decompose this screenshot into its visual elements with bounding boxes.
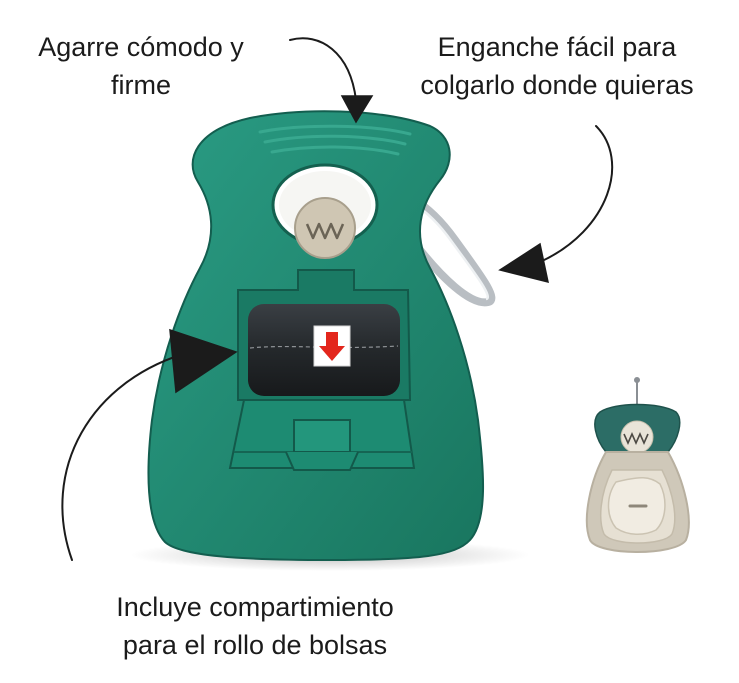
- grip-caption-line1: Agarre cómodo y: [38, 32, 244, 62]
- vvv-logo-icon: [294, 197, 356, 259]
- down-arrow-icon: [319, 332, 345, 361]
- hook-caption: Enganche fácil para colgarlo donde quier…: [382, 28, 732, 104]
- compartment-caption-line2: para el rollo de bolsas: [122, 630, 388, 660]
- compartment-caption-line1: Incluye compartimiento: [116, 592, 394, 622]
- hook-caption-line1: Enganche fácil para: [437, 32, 677, 62]
- grip-ridges: [258, 124, 412, 156]
- arrow-to-grip-icon: [289, 37, 374, 124]
- arrow-to-compartment-icon: [61, 328, 238, 561]
- grip-caption: Agarre cómodo y firme: [0, 28, 282, 104]
- bag-dispenser-image: [130, 110, 530, 571]
- hook-caption-line2: colgarlo donde quieras: [420, 70, 694, 100]
- compartment-caption: Incluye compartimiento para el rollo de …: [60, 588, 450, 664]
- bag-roll: [248, 304, 400, 396]
- arrow-to-hook-icon: [498, 125, 614, 284]
- grip-caption-line2: firme: [111, 70, 171, 100]
- dispenser-back-view-image: [585, 377, 690, 553]
